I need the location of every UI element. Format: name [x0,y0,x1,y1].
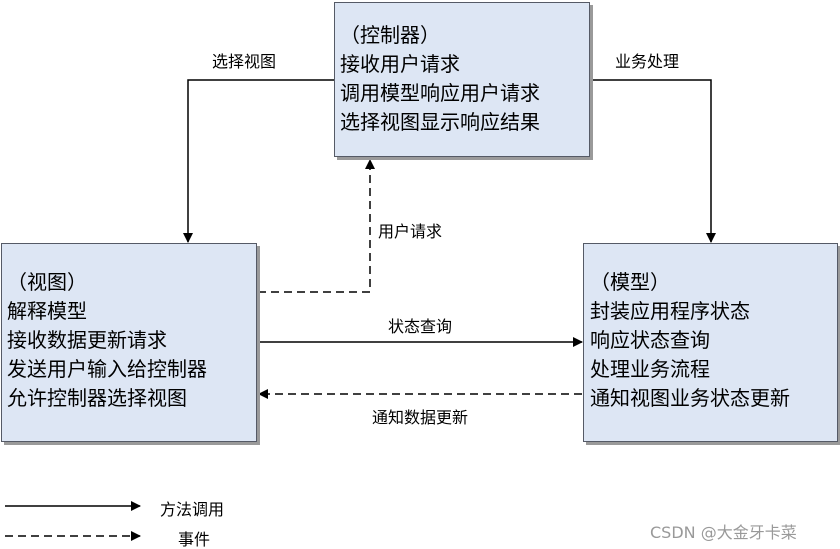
controller-line: 接收用户请求 [340,52,460,76]
model-line: 响应状态查询 [590,328,710,352]
legend-solid-label: 方法调用 [160,500,225,519]
model-line: 通知视图业务状态更新 [590,386,790,410]
select-view-label: 选择视图 [212,52,277,71]
model-line: 处理业务流程 [590,357,710,381]
controller-box: （控制器） 接收用户请求 调用模型响应用户请求 选择视图显示响应结果 [334,2,590,157]
controller-line: 选择视图显示响应结果 [340,110,540,134]
user-request-arrow [258,159,375,293]
view-line: 解释模型 [7,299,87,323]
model-title: （模型） [590,270,670,294]
notify-data-update-label: 通知数据更新 [372,408,469,427]
view-line: 发送用户输入给控制器 [7,357,207,381]
business-processing-label: 业务处理 [615,52,680,71]
user-request-label: 用户请求 [378,222,443,241]
view-line: 允许控制器选择视图 [7,386,187,410]
view-box: （视图） 解释模型 接收数据更新请求 发送用户输入给控制器 允许控制器选择视图 [1,243,257,442]
view-line: 接收数据更新请求 [7,328,167,352]
watermark-text: CSDN @大金牙卡菜 [650,523,797,542]
controller-line: 调用模型响应用户请求 [340,81,540,105]
controller-title: （控制器） [340,23,440,47]
business-processing-arrow [590,79,716,243]
select-view-arrow [183,79,334,243]
model-box: （模型） 封装应用程序状态 响应状态查询 处理业务流程 通知视图业务状态更新 [583,243,838,442]
state-query-label: 状态查询 [388,317,453,336]
legend-dashed-label: 事件 [178,530,211,549]
view-title: （视图） [7,270,87,294]
model-line: 封装应用程序状态 [590,299,750,323]
